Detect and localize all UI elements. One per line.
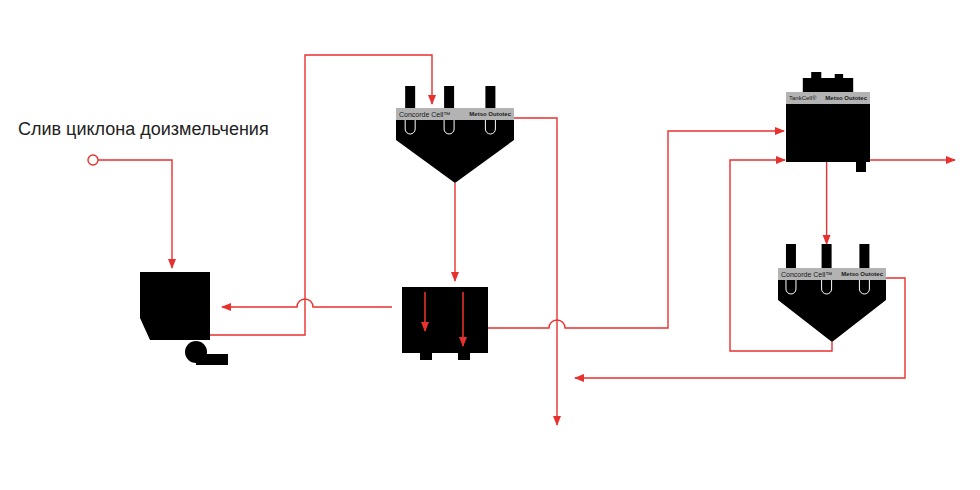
- maker-name: Metso Outotec: [825, 95, 867, 101]
- sump-to-cell: [210, 55, 432, 335]
- rotor-outline: [444, 120, 454, 134]
- rotor-outline: [485, 120, 495, 134]
- tank-cell: TankCell® Metso Outotec: [786, 72, 870, 172]
- launder-pipe: [485, 86, 495, 108]
- feed-point: [88, 155, 98, 165]
- tankcell-out: [858, 159, 955, 160]
- equipment-shape: [786, 72, 870, 172]
- rotor-outline: [822, 280, 832, 294]
- sump: [140, 272, 210, 340]
- maker-name: Metso Outotec: [469, 111, 511, 117]
- launder-pipe: [444, 86, 454, 108]
- tank: [402, 287, 488, 353]
- flotation-cell: Concorde Cell™ Metso Outotec: [396, 86, 514, 183]
- pump-outlet: [196, 354, 228, 365]
- cell-froth-out: [575, 278, 905, 378]
- tank-inner-arrow: [424, 292, 425, 331]
- motor-cap: [835, 74, 843, 80]
- rotor-outline: [405, 120, 415, 134]
- tank-inner-arrow: [462, 292, 463, 346]
- equipment-name: Concorde Cell™: [399, 111, 450, 118]
- equipment-name: TankCell®: [789, 95, 816, 101]
- plate-ground: [778, 268, 886, 280]
- rotor-outline: [859, 280, 869, 294]
- motor-cap: [811, 72, 821, 80]
- maker-name: Metso Outotec: [841, 271, 883, 277]
- tank-foot: [420, 353, 432, 360]
- equipment-name: Concorde Cell™: [781, 271, 832, 278]
- equipment-shape: [396, 86, 514, 183]
- froth-line: [514, 118, 557, 425]
- plate-ground: [396, 108, 514, 120]
- launder-pipe: [405, 86, 415, 108]
- cell-body: [396, 120, 514, 183]
- stream-label: Слив циклона доизмельчения: [18, 119, 269, 140]
- flotation-cell: Concorde Cell™ Metso Outotec: [778, 244, 886, 342]
- feed-line: [98, 160, 172, 268]
- tank-to-sump: [222, 299, 392, 307]
- tank-foot: [458, 353, 470, 360]
- brand-plate: TankCell® Metso Outotec: [786, 92, 870, 104]
- flow-line: [826, 162, 827, 244]
- plate-ground: [786, 92, 870, 104]
- underflow-line: [454, 183, 455, 281]
- drive-housing: [803, 78, 853, 92]
- brand-plate: Concorde Cell™ Metso Outotec: [778, 268, 886, 280]
- cell-body: [778, 280, 886, 342]
- tank-body: [786, 104, 870, 162]
- launder-pipe: [786, 244, 796, 268]
- launder-pipe: [822, 244, 832, 268]
- tank-outlet: [856, 162, 866, 172]
- launder-pipe: [859, 244, 869, 268]
- rotor-outline: [786, 280, 796, 294]
- equipment-shape: [778, 244, 886, 342]
- brand-plate: Concorde Cell™ Metso Outotec: [396, 108, 514, 120]
